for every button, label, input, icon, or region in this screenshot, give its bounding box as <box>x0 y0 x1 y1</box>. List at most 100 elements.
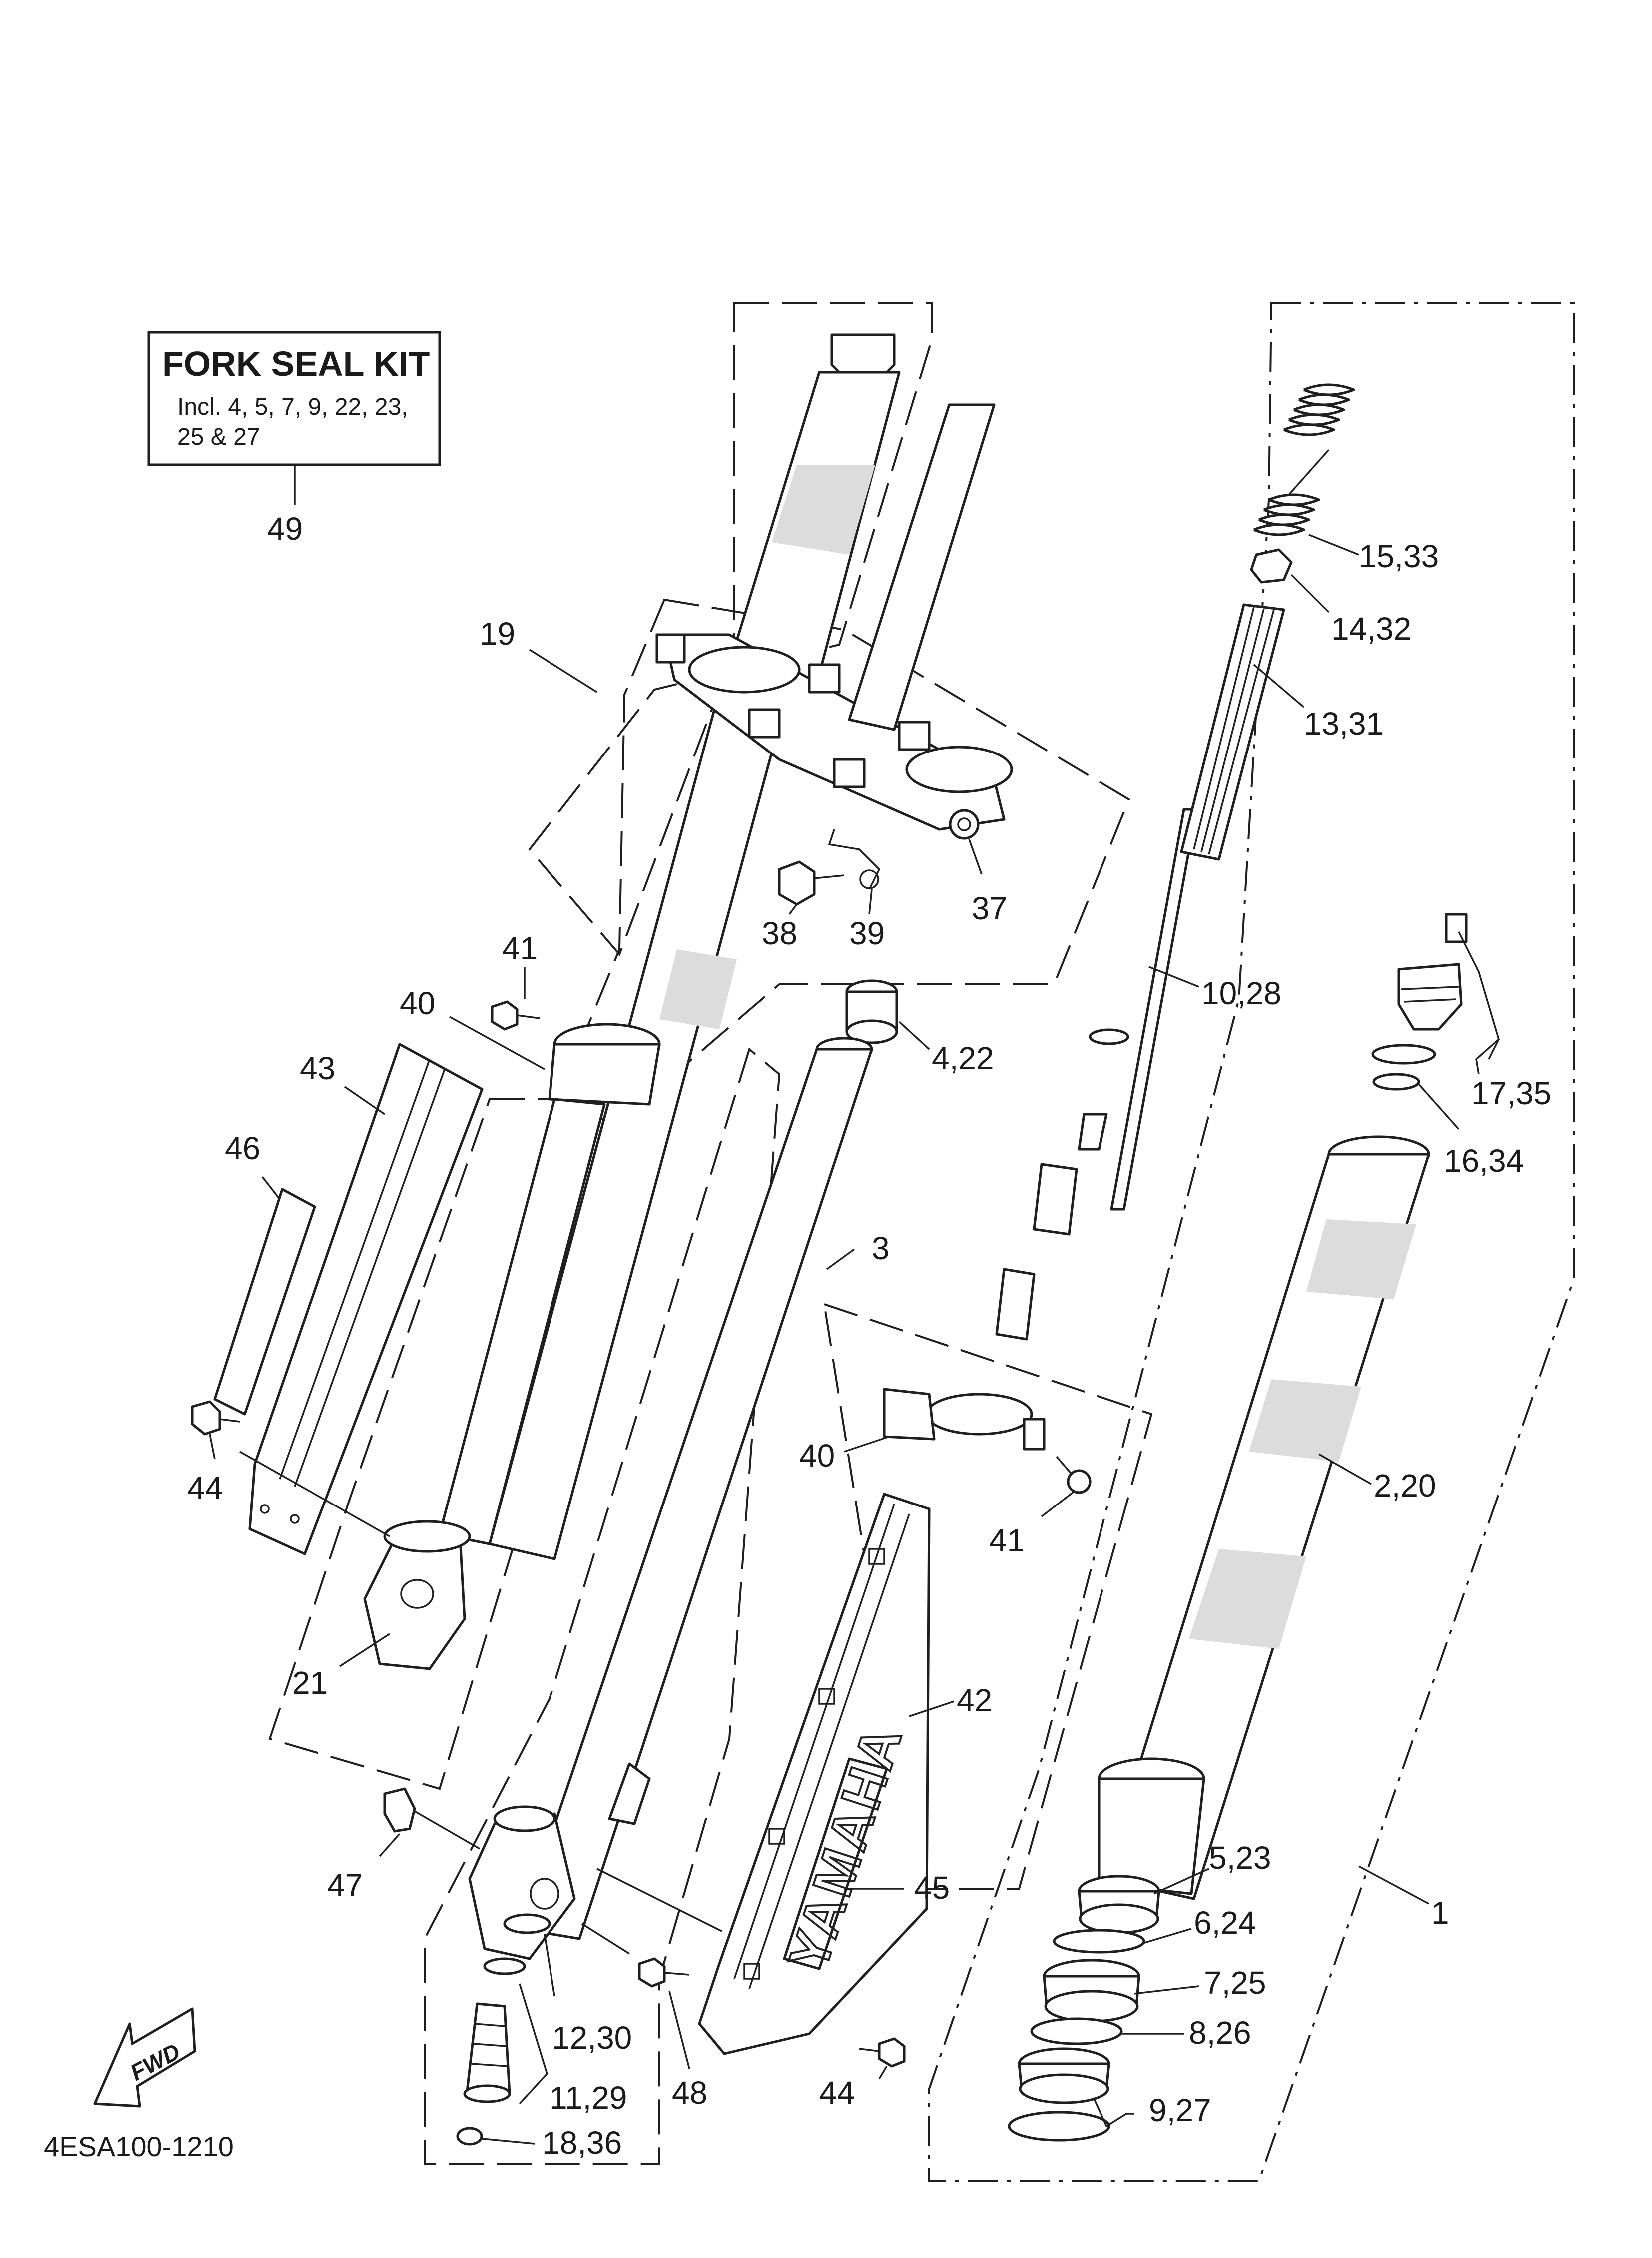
fwd-arrow-shape <box>93 2007 196 2108</box>
inner-tube-band-upper <box>659 949 737 1029</box>
leader-47 <box>379 1833 401 1857</box>
fork-guard-42-rib-b <box>748 1513 910 1989</box>
decal-46 <box>213 1188 316 1416</box>
bracket-bolt-a <box>655 633 686 664</box>
adjuster-11-29-base <box>463 2084 511 2103</box>
seal-5-23-bottom <box>1079 1903 1159 1934</box>
spacer-13-31-flute-c <box>1208 609 1275 855</box>
outer-tube-3-bore <box>530 1878 559 1910</box>
outer-tube-2-20-body <box>1102 1153 1430 1900</box>
outer-tube-3-holder-top <box>493 1805 556 1832</box>
dust-seal-4-22-bottom <box>845 1019 898 1044</box>
damper-seat <box>1078 1113 1108 1151</box>
leader-43 <box>344 1086 385 1115</box>
decal-45-panel <box>783 1757 888 1970</box>
seal-5-23 <box>1078 1875 1160 1934</box>
outer-tube-2-20-foot <box>1098 1777 1205 1895</box>
kit-box-frame <box>147 331 441 466</box>
leader-13-31 <box>1253 664 1305 708</box>
bolt-38-head <box>778 860 816 906</box>
leader-40-bottom <box>844 1436 890 1453</box>
leader-42 <box>909 1700 955 1717</box>
label-48: 48 <box>672 2075 707 2111</box>
hidden-line-guard-c <box>239 1451 390 1537</box>
bracket-bolt-d <box>898 721 931 751</box>
label-43: 43 <box>300 1050 335 1086</box>
spring-15-33 <box>1253 383 1355 536</box>
bracket-clamp-top <box>905 746 1013 793</box>
steering-stem <box>848 403 996 731</box>
collar-37 <box>949 809 980 840</box>
leader-6-24 <box>1141 1928 1192 1945</box>
bolt-48-shank <box>664 1972 690 1976</box>
bolt-48 <box>638 1957 690 1988</box>
damper-piston-lower <box>995 1268 1036 1341</box>
cap-bolt-small-bolt <box>1445 913 1468 943</box>
bolt-41-top-head <box>491 1000 519 1031</box>
axle-holder-21-bore <box>400 1579 434 1609</box>
cap-bolt-thread-b <box>1403 998 1457 1003</box>
adjuster-11-29-thread-b <box>473 2043 507 2047</box>
cable-clip-39 <box>828 829 881 890</box>
axle-holder-21-top <box>383 1520 471 1553</box>
label-12-30: 12,30 <box>552 2020 632 2056</box>
label-44-right: 44 <box>819 2075 855 2111</box>
plug-18-36 <box>456 2127 483 2146</box>
label-41-top: 41 <box>502 930 538 966</box>
outline-inner-tube-upper <box>528 302 933 956</box>
label-16-34: 16,34 <box>1444 1143 1524 1179</box>
leader-19 <box>529 649 597 693</box>
outline-lower-left-guard <box>268 1098 651 1790</box>
bracket-bolt-e <box>833 758 866 788</box>
leader-46 <box>261 1176 281 1200</box>
label-37: 37 <box>972 890 1007 926</box>
fork-guard-42-slot-a <box>868 1548 885 1565</box>
outer-tube-2-20-band-b <box>1249 1379 1361 1462</box>
leader-16-34 <box>1418 1083 1460 1130</box>
leader-41-bottom <box>1041 1491 1075 1517</box>
label-1: 1 <box>1431 1895 1449 1931</box>
outer-tube-2-20-band-c <box>1189 1549 1306 1649</box>
leader-17-35-b <box>1488 1039 1500 1060</box>
label-6-24: 6,24 <box>1194 1905 1256 1941</box>
leader-39 <box>868 889 873 915</box>
label-39: 39 <box>849 915 885 951</box>
o-ring-16-34-b <box>1372 1073 1420 1091</box>
bolt-41-bottom-head <box>1067 1469 1092 1494</box>
bolt-44-left-head <box>191 1400 221 1436</box>
label-11-29: 11,29 <box>550 2080 627 2116</box>
bracket-fork-clamp <box>688 646 801 694</box>
spacer-13-31 <box>1180 603 1285 861</box>
bracket-bolt-c <box>748 708 781 739</box>
bolt-44-left <box>191 1400 240 1436</box>
bolt-41-top <box>491 1000 540 1031</box>
outer-tube-3-body <box>518 1048 873 1940</box>
adjuster-11-29-thread-c <box>471 2063 508 2067</box>
washer-6-24 <box>1053 1929 1145 1954</box>
label-21: 21 <box>292 1665 328 1701</box>
label-44-left: 44 <box>187 1470 223 1506</box>
label-41-bottom: 41 <box>989 1522 1025 1558</box>
bushing-7-25-bottom <box>1044 1990 1139 2023</box>
cap-bolt-17-35 <box>1397 913 1468 1031</box>
kit-title: FORK SEAL KIT <box>162 344 430 383</box>
label-46: 46 <box>225 1130 260 1166</box>
bolt-44-left-shank <box>219 1418 240 1423</box>
nut-14-32 <box>1250 548 1293 584</box>
washer-12-30 <box>503 1913 551 1934</box>
leader-44-left <box>209 1434 216 1460</box>
damper-rod-collar <box>1089 1028 1129 1045</box>
leader-10-28 <box>1148 966 1199 988</box>
bolt-41-bottom-shank <box>1056 1456 1073 1475</box>
steering-bracket <box>655 403 1013 906</box>
fwd-arrow-icon: FWD <box>93 2007 196 2108</box>
damper-rod-10-28 <box>995 808 1198 1341</box>
label-45: 45 <box>914 1870 950 1906</box>
outer-tube-3-axle-holder <box>468 1812 576 1960</box>
damper-piston-upper <box>1033 1163 1078 1236</box>
inner-tube-cap-bolt <box>830 333 896 379</box>
leader-9-27 <box>1093 2098 1134 2128</box>
fork-guard-43-hole-a <box>260 1504 270 1514</box>
bolt-41-bottom <box>1056 1456 1092 1494</box>
fork-guard-43 <box>248 1043 484 1555</box>
